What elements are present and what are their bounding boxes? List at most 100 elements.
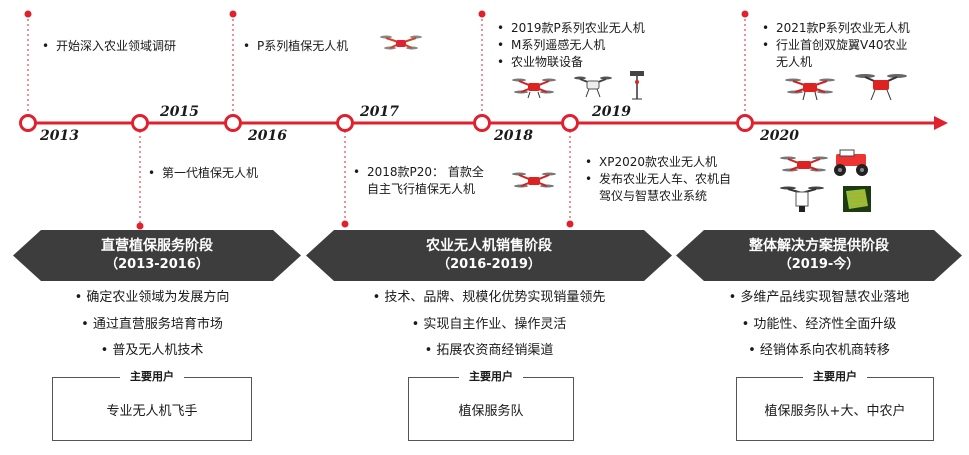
bullet: • — [148, 166, 156, 180]
phase-3-bullet: • 经销体系向农机商转移 — [669, 342, 969, 359]
bullet: • — [81, 317, 89, 332]
node-2015 — [131, 114, 149, 132]
event-text: M系列遥感无人机 — [511, 38, 606, 52]
main-users-box-1: 主要用户 专业无人机飞手 — [52, 369, 252, 441]
event-text: 农业物联设备 — [511, 55, 584, 69]
dot-2017 — [341, 220, 349, 228]
bullet: • — [585, 155, 593, 169]
phase-title: 直营植保服务阶段 — [101, 238, 213, 254]
bullet-text: 普及无人机技术 — [112, 343, 204, 358]
phase-1-bullet: • 确定农业领域为发展方向 — [2, 289, 302, 306]
bullet: • — [100, 343, 109, 358]
dot-2019 — [566, 220, 574, 228]
timeline-arrowhead — [934, 116, 948, 130]
quadcopter-icon — [780, 186, 824, 212]
bullet: • — [42, 39, 50, 53]
bullet: • — [762, 21, 770, 35]
drone-icon — [855, 74, 907, 101]
drone-icon — [785, 78, 835, 101]
dot-2015 — [136, 222, 144, 230]
event-text: 2021款P系列农业无人机 — [776, 21, 910, 35]
event-text: 无人机 — [776, 55, 813, 69]
main-users-label: 主要用户 — [459, 369, 523, 385]
dot-2016 — [229, 10, 237, 18]
event-2016: • P系列植保无人机 — [243, 38, 348, 55]
main-users-box-2: 主要用户 植保服务队 — [408, 369, 574, 441]
event-2017: • 2018款P20： 首款全 自主飞行植保无人机 — [353, 164, 484, 198]
dot-2020 — [741, 10, 749, 18]
dot-2013 — [24, 10, 32, 18]
bullet-text: 实现自主作业、操作灵活 — [423, 317, 567, 332]
phase-title: 农业无人机销售阶段 — [426, 238, 552, 254]
event-text: 驾仪与智慧农业系统 — [599, 189, 708, 203]
phase-banner-2: 农业无人机销售阶段 （2016-2019） — [306, 230, 672, 281]
phase-1-bullet: • 普及无人机技术 — [2, 342, 302, 359]
bullet: • — [497, 21, 505, 35]
event-text: 2018款P20： 首款全 — [367, 165, 484, 179]
phase-banner-1: 直营植保服务阶段 （2013-2016） — [13, 230, 301, 281]
node-2020 — [736, 114, 754, 132]
bullet: • — [243, 39, 251, 53]
main-users-value: 植保服务队+大、中农户 — [764, 403, 906, 419]
main-users-box-3: 主要用户 植保服务队+大、中农户 — [736, 369, 934, 441]
main-users-value: 专业无人机飞手 — [106, 403, 198, 419]
field-map-icon — [843, 186, 871, 212]
phase-2-bullet: • 实现自主作业、操作灵活 — [339, 316, 639, 333]
event-text: 开始深入农业领域调研 — [56, 39, 177, 53]
event-text: 自主飞行植保无人机 — [367, 182, 476, 196]
node-2017 — [336, 114, 354, 132]
event-text: 发布农业无人车、农机自 — [599, 172, 732, 186]
bullet: • — [74, 290, 83, 305]
phase-2-bullet: • 技术、品牌、规模化优势实现销量领先 — [339, 289, 639, 306]
year-label-2020: 2020 — [760, 128, 799, 144]
bullet-text: 功能性、经济性全面升级 — [753, 317, 897, 332]
event-2020: •2021款P系列农业无人机 •行业首创双旋翼V40农业 无人机 — [762, 20, 910, 71]
phase-1-bullet: • 通过直营服务培育市场 — [2, 316, 302, 333]
event-text: P系列植保无人机 — [257, 39, 349, 53]
bullet-text: 经销体系向农机商转移 — [759, 343, 890, 358]
phase-2-bullet: • 拓展农资商经销渠道 — [339, 342, 639, 359]
phase-period: （2013-2016） — [105, 257, 209, 272]
bullet: • — [497, 55, 505, 69]
phase-banner-3: 整体解决方案提供阶段 （2019-今） — [676, 230, 962, 281]
phase-period: （2019-今） — [778, 257, 860, 272]
bullet-text: 技术、品牌、规模化优势实现销量领先 — [384, 290, 606, 305]
bullet: • — [741, 317, 750, 332]
ground-vehicle-icon — [834, 149, 868, 176]
bullet: • — [585, 172, 593, 186]
quadcopter-icon — [574, 76, 612, 98]
node-2019 — [561, 114, 579, 132]
event-2018: •2019款P系列农业无人机 •M系列遥感无人机 •农业物联设备 — [497, 20, 645, 71]
year-label-2017: 2017 — [360, 104, 399, 120]
bullet-text: 确定农业领域为发展方向 — [86, 290, 230, 305]
bullet-text: 通过直营服务培育市场 — [92, 317, 223, 332]
phase-title: 整体解决方案提供阶段 — [749, 238, 889, 254]
event-2015: • 第一代植保无人机 — [148, 165, 258, 182]
bullet: • — [728, 290, 737, 305]
main-users-label: 主要用户 — [120, 369, 184, 385]
event-text: 第一代植保无人机 — [162, 166, 259, 180]
sensor-station-icon — [630, 71, 644, 100]
event-2013: • 开始深入农业领域调研 — [42, 38, 176, 55]
bullet: • — [372, 290, 381, 305]
year-label-2015: 2015 — [160, 104, 199, 120]
bullet: • — [424, 343, 433, 358]
bullet: • — [353, 165, 361, 179]
event-2019: • XP2020款农业无人机 • 发布农业无人车、农机自 驾仪与智慧农业系统 — [585, 154, 731, 205]
node-2016 — [224, 114, 242, 132]
event-text: XP2020款农业无人机 — [599, 155, 717, 169]
phase-3-bullet: • 功能性、经济性全面升级 — [669, 316, 969, 333]
year-label-2019: 2019 — [592, 104, 631, 120]
bullet-text: 多维产品线实现智慧农业落地 — [740, 290, 910, 305]
phase-3-bullet: • 多维产品线实现智慧农业落地 — [669, 289, 969, 306]
event-text: 2019款P系列农业无人机 — [511, 21, 645, 35]
drone-icon — [780, 156, 828, 172]
year-label-2016: 2016 — [248, 128, 287, 144]
bullet: • — [411, 317, 420, 332]
dot-2018 — [478, 10, 486, 18]
event-text: 行业首创双旋翼V40农业 — [776, 38, 908, 52]
year-label-2018: 2018 — [494, 128, 533, 144]
drone-icon — [380, 35, 422, 50]
